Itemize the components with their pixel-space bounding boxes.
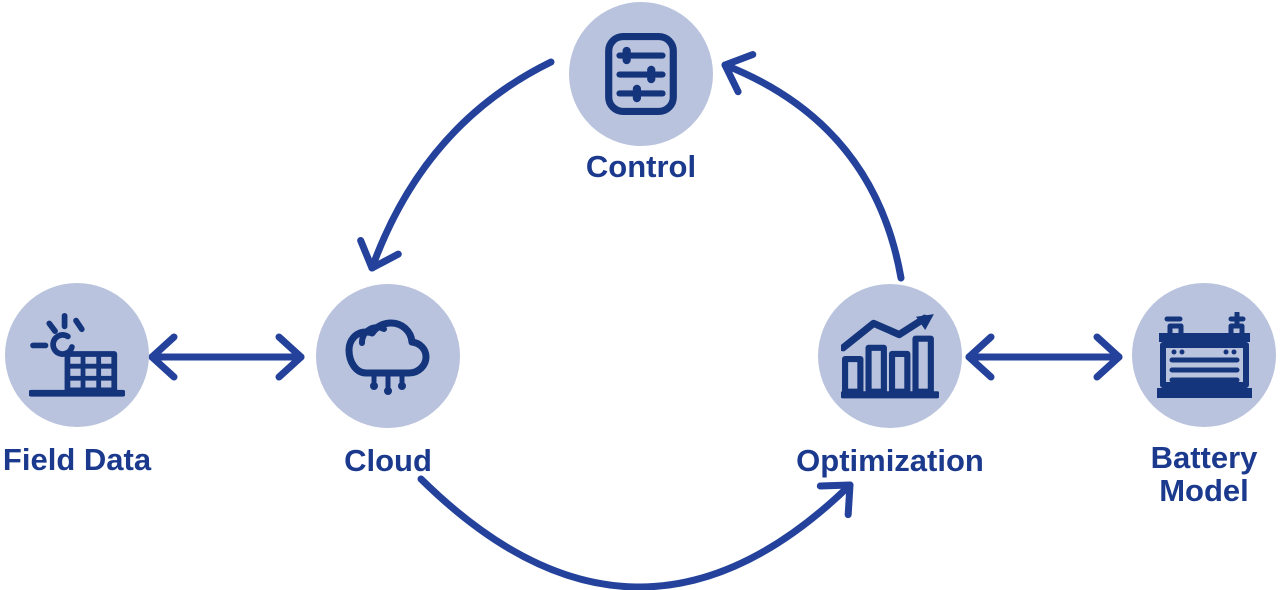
arrow-optimization-to-control [721, 51, 905, 282]
cloud-data-icon [345, 319, 430, 395]
control-node-circle [569, 2, 713, 146]
sliders-icon [605, 33, 677, 115]
car-battery-icon [1157, 312, 1252, 398]
arrow-control-to-cloud [357, 58, 555, 272]
node-cloud: Cloud [316, 284, 460, 477]
solar-panel-sun-icon [29, 312, 125, 397]
field-data-node-circle [5, 283, 149, 427]
node-field-data: Field Data [3, 283, 151, 476]
bar-chart-growth-icon [841, 314, 939, 399]
control-label: Control [585, 149, 697, 184]
field-data-label: Field Data [2, 442, 152, 477]
arrow-cloud-to-optimization [417, 475, 854, 590]
node-battery-model: Battery Model [1132, 283, 1276, 507]
node-control: Control [569, 2, 713, 183]
cloud-label: Cloud [344, 443, 432, 478]
battery-model-label: Battery Model [1150, 440, 1258, 509]
optimization-label: Optimization [796, 443, 984, 478]
cloud-node-circle [316, 284, 460, 428]
optimization-node-circle [818, 284, 962, 428]
battery-model-node-circle [1132, 283, 1276, 427]
node-optimization: Optimization [796, 284, 984, 477]
